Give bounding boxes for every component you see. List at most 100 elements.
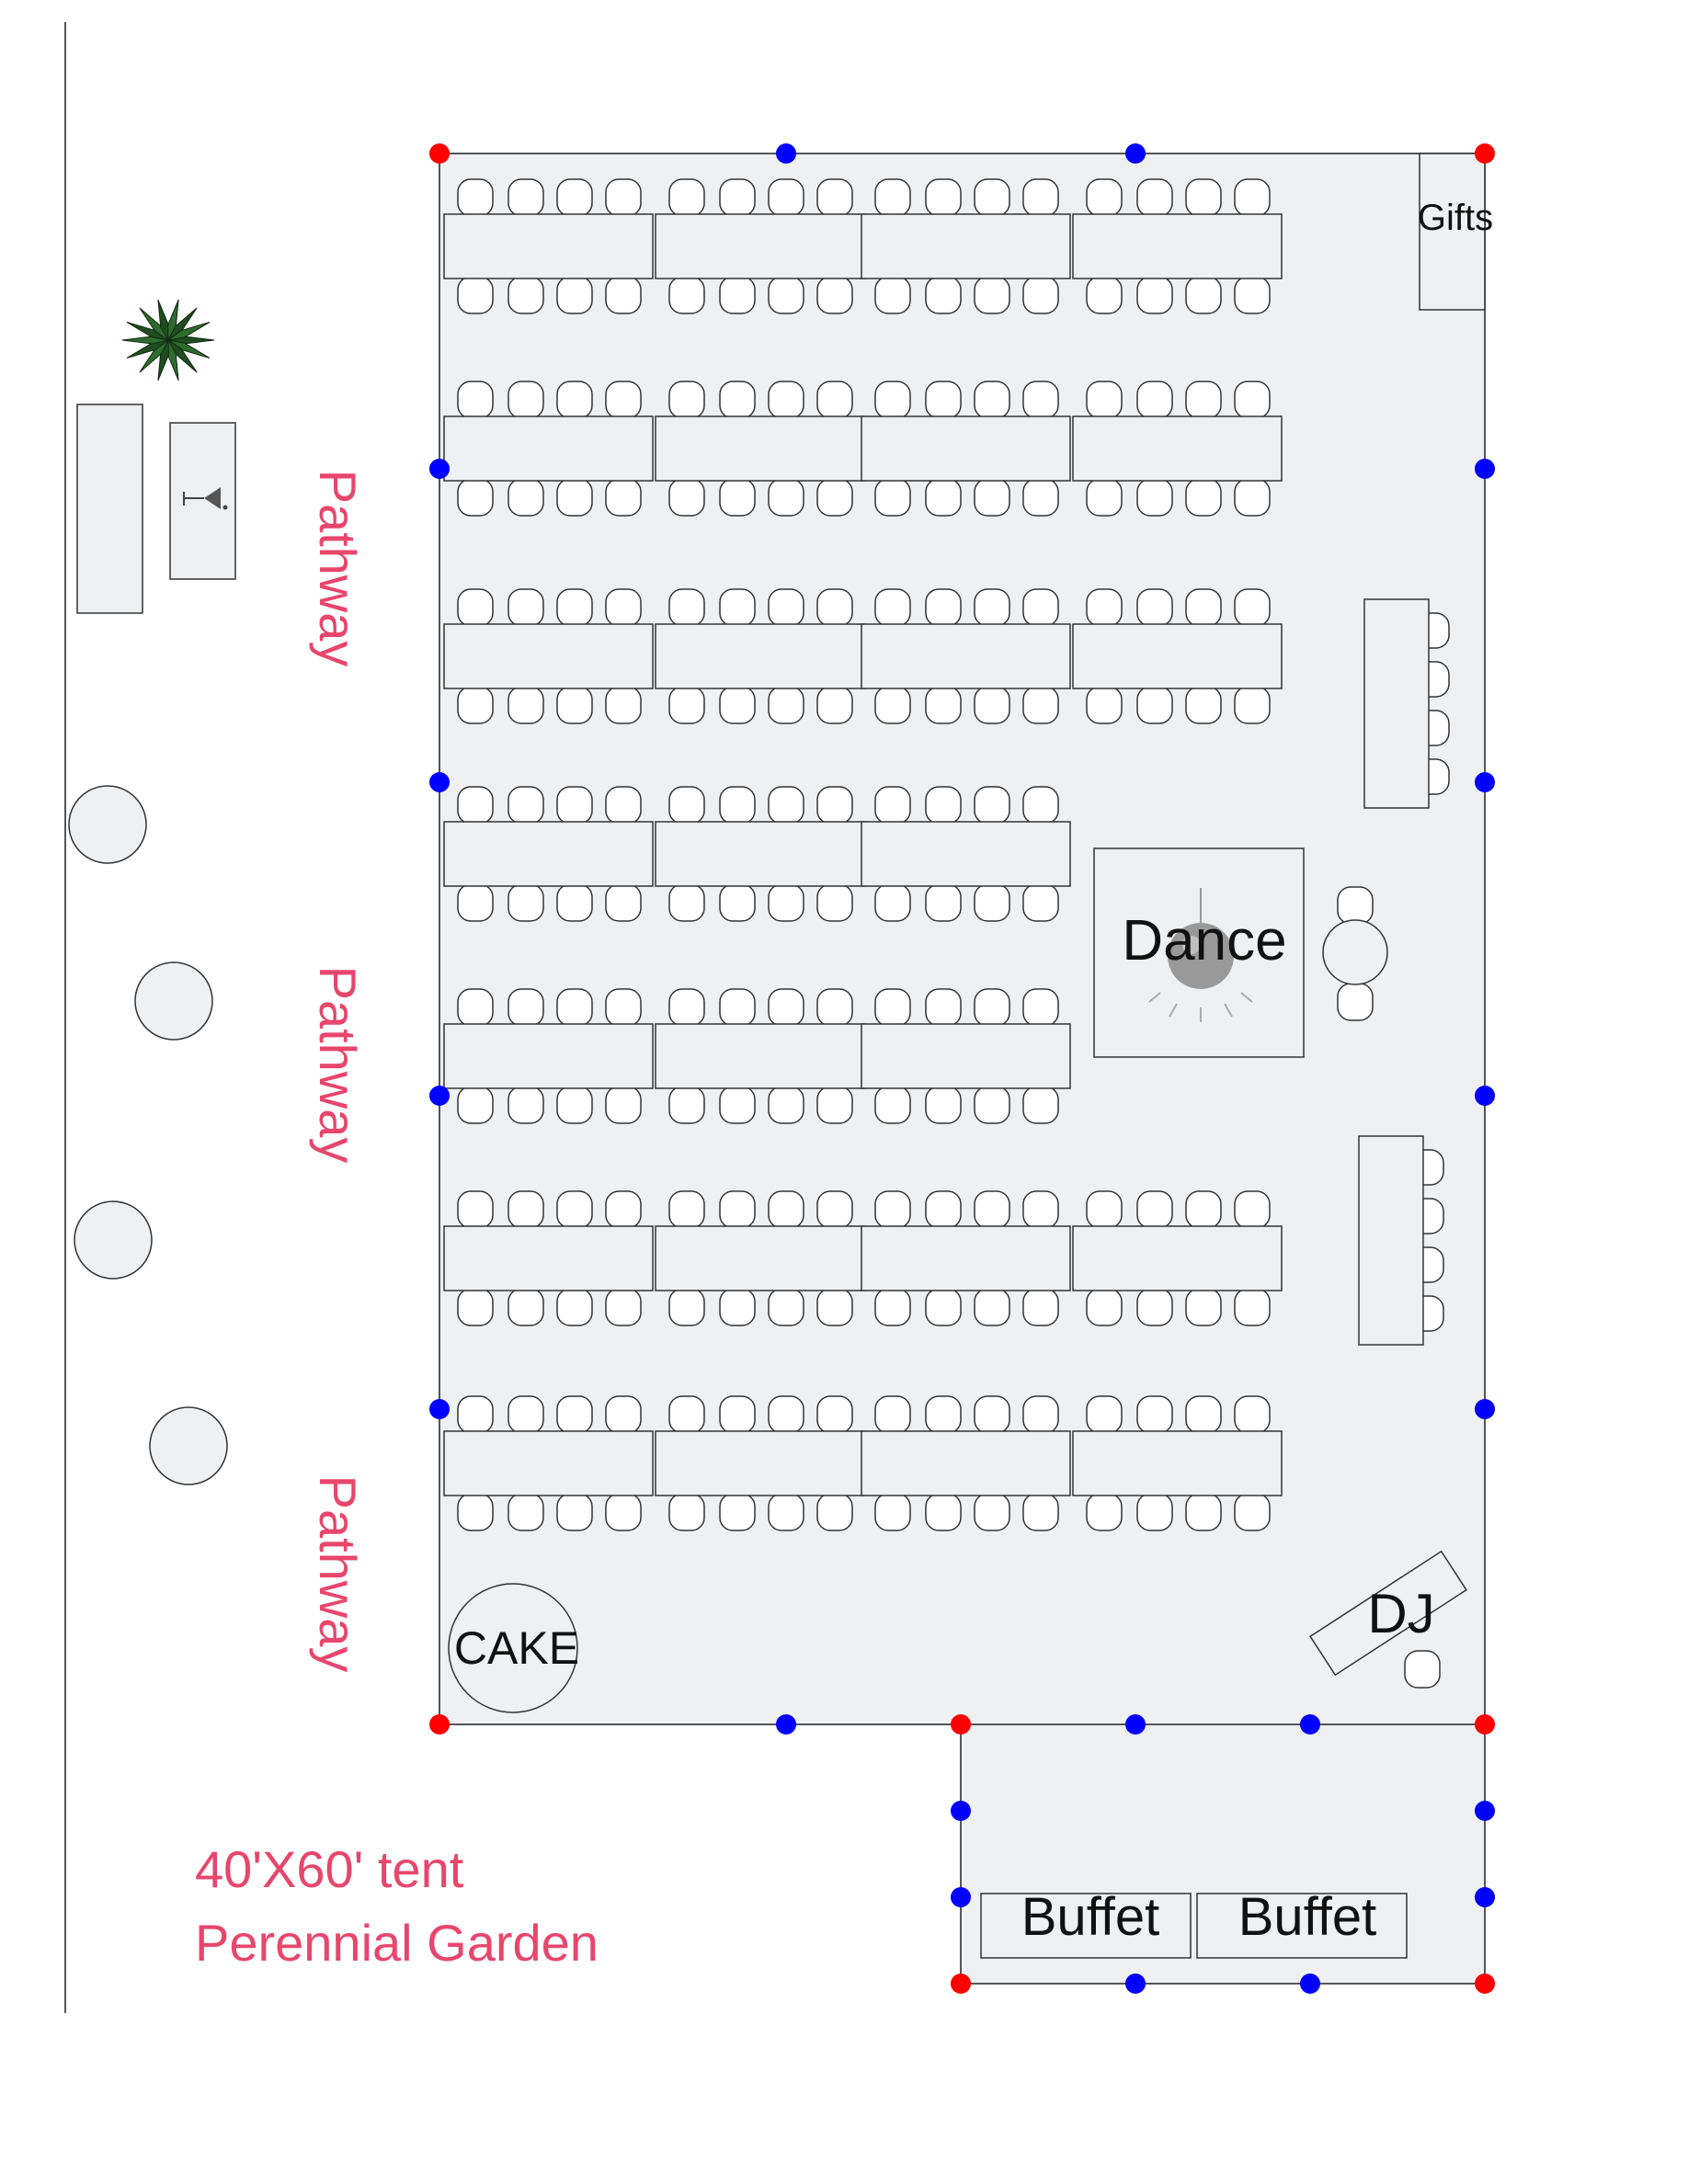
- chair: [925, 1190, 962, 1229]
- plant-icon: [121, 299, 215, 381]
- chair: [974, 786, 1010, 825]
- chair: [1234, 686, 1271, 724]
- chair: [457, 1395, 494, 1434]
- disco-ball-icon: [1148, 888, 1253, 1022]
- chair: [1234, 276, 1271, 314]
- chair: [668, 686, 705, 724]
- chair: [874, 1086, 911, 1124]
- side-pole: [776, 143, 796, 164]
- chair: [605, 686, 642, 724]
- banquet-table: [1072, 623, 1283, 689]
- side-pole: [429, 459, 450, 479]
- chair: [719, 276, 756, 314]
- chair: [768, 1086, 804, 1124]
- corner-pole: [1475, 143, 1495, 164]
- chair: [556, 1288, 593, 1326]
- chair: [925, 478, 962, 517]
- chair: [556, 786, 593, 825]
- chair: [1136, 686, 1173, 724]
- pathway-label: Pathway: [309, 966, 367, 1164]
- banquet-table: [655, 1225, 865, 1291]
- side-pole: [1475, 772, 1495, 792]
- banquet-table: [1072, 213, 1283, 279]
- bar-table: [169, 422, 236, 580]
- side-table: [1363, 598, 1430, 809]
- buffet-label-left: Buffet: [1021, 1887, 1160, 1947]
- chair: [1022, 178, 1059, 217]
- chair: [508, 786, 544, 825]
- caption-tent-size: 40'X60' tent: [195, 1840, 464, 1898]
- chair: [1136, 1190, 1173, 1229]
- cocktail-table: [68, 785, 147, 864]
- chair: [508, 1190, 544, 1229]
- chair: [457, 988, 494, 1027]
- banquet-table: [861, 821, 1071, 887]
- chair: [668, 988, 705, 1027]
- chair: [719, 178, 756, 217]
- chair: [816, 686, 853, 724]
- dance-label: Dance: [1122, 909, 1286, 973]
- chair: [816, 478, 853, 517]
- chair: [508, 588, 544, 627]
- chair: [874, 276, 911, 314]
- chair: [974, 1395, 1010, 1434]
- dance-floor: [1093, 847, 1305, 1058]
- chair: [457, 1288, 494, 1326]
- chair: [874, 478, 911, 517]
- chair: [874, 178, 911, 217]
- chair: [556, 178, 593, 217]
- chair: [1086, 381, 1123, 419]
- chair: [668, 588, 705, 627]
- chair: [1022, 1493, 1059, 1531]
- chair: [925, 276, 962, 314]
- chair: [768, 988, 804, 1027]
- banquet-table: [443, 213, 654, 279]
- corner-pole: [1475, 1714, 1495, 1735]
- chair: [925, 1288, 962, 1326]
- chair: [1185, 381, 1222, 419]
- martini-glass-icon: [183, 487, 228, 510]
- chair: [719, 686, 756, 724]
- chair: [719, 1395, 756, 1434]
- chair: [508, 1493, 544, 1531]
- chair: [1234, 1190, 1271, 1229]
- outside-table-long: [76, 404, 143, 614]
- gifts-label: Gifts: [1418, 198, 1493, 238]
- banquet-table: [443, 821, 654, 887]
- chair: [556, 381, 593, 419]
- chair: [925, 1086, 962, 1124]
- chair: [556, 478, 593, 517]
- chair: [1234, 1288, 1271, 1326]
- banquet-table: [655, 213, 865, 279]
- chair: [925, 1493, 962, 1531]
- chair: [605, 883, 642, 922]
- chair: [457, 1086, 494, 1124]
- chair: [556, 276, 593, 314]
- chair: [874, 786, 911, 825]
- chair: [974, 381, 1010, 419]
- chair: [457, 1493, 494, 1531]
- chair: [719, 381, 756, 419]
- chair: [668, 1086, 705, 1124]
- chair: [874, 1395, 911, 1434]
- chair: [1185, 1493, 1222, 1531]
- chair: [974, 276, 1010, 314]
- side-pole: [1475, 1887, 1495, 1907]
- chair: [1022, 588, 1059, 627]
- cocktail-table: [74, 1200, 153, 1280]
- pathway-label: Pathway: [309, 470, 367, 667]
- chair: [768, 588, 804, 627]
- banquet-table: [655, 1023, 865, 1089]
- chair: [1185, 1190, 1222, 1229]
- chair: [768, 1395, 804, 1434]
- chair: [925, 178, 962, 217]
- corner-pole: [951, 1714, 971, 1735]
- chair: [719, 1288, 756, 1326]
- chair: [1234, 588, 1271, 627]
- chair: [1185, 1288, 1222, 1326]
- side-table: [1358, 1135, 1424, 1346]
- chair: [719, 883, 756, 922]
- chair: [874, 883, 911, 922]
- chair: [605, 1190, 642, 1229]
- chair: [605, 381, 642, 419]
